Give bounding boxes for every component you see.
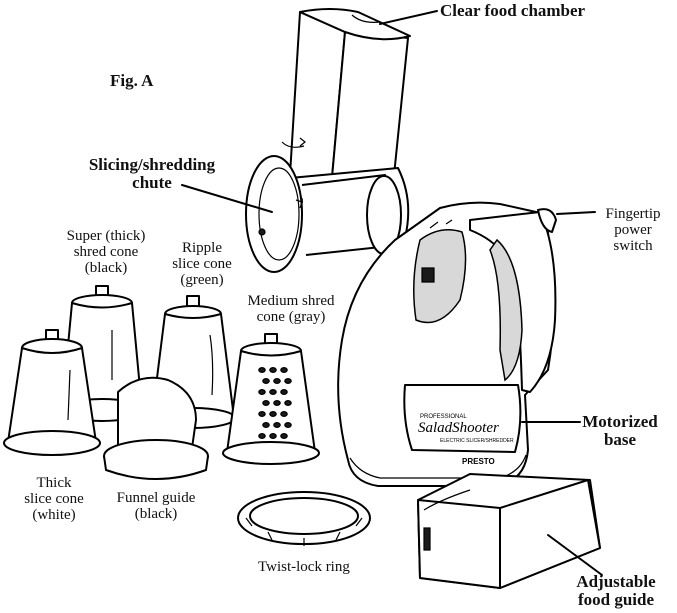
label-fingertip-line2: power: [614, 222, 652, 238]
leader-lines: [181, 10, 603, 576]
shred-hole: [258, 433, 266, 440]
label-fingertip-switch: Fingertip power switch: [596, 206, 670, 254]
shred-hole: [284, 422, 292, 429]
shred-hole: [284, 400, 292, 407]
label-slicing-chute-line2: chute: [132, 173, 172, 192]
label-super-shred-line2: shred cone: [73, 244, 139, 260]
label-super-shred-cone: Super (thick) shred cone (black): [58, 228, 154, 276]
twist-lock-ring-illustration: [237, 491, 371, 546]
label-thick-slice-line1: Thick: [36, 475, 72, 491]
shred-hole: [284, 378, 292, 385]
adjustable-food-guide-illustration: [417, 473, 601, 589]
label-ripple-line2: slice cone: [172, 256, 232, 272]
label-motorized-base: Motorized base: [580, 413, 660, 449]
shred-hole: [269, 411, 277, 418]
shred-hole: [262, 422, 270, 429]
logo-professional: PROFESSIONAL: [420, 414, 467, 420]
label-funnel-line2: (black): [134, 506, 178, 522]
label-funnel-guide: Funnel guide (black): [106, 490, 206, 522]
label-medium-shred-line1: Medium shred: [247, 293, 335, 309]
shred-hole: [280, 411, 288, 418]
thick-slice-cone-illustration: [3, 329, 101, 456]
label-medium-shred-line2: cone (gray): [256, 309, 326, 325]
label-funnel-line1: Funnel guide: [116, 490, 196, 506]
label-ripple-line3: (green): [180, 272, 224, 288]
label-adjustable-food-guide: Adjustable food guide: [568, 573, 664, 609]
shred-hole: [280, 367, 288, 374]
shred-hole: [262, 378, 270, 385]
shred-hole: [262, 400, 270, 407]
shred-hole: [280, 389, 288, 396]
label-super-shred-line1: Super (thick): [66, 228, 146, 244]
label-adjustable-line1: Adjustable: [576, 572, 656, 591]
label-super-shred-line3: (black): [84, 260, 128, 276]
label-ripple-line1: Ripple: [182, 240, 222, 256]
label-adjustable-line2: food guide: [577, 590, 655, 609]
shred-holes: [258, 367, 292, 440]
shred-hole: [280, 433, 288, 440]
figure-title: Fig. A: [110, 71, 154, 90]
shred-hole: [269, 433, 277, 440]
shred-hole: [273, 422, 281, 429]
motorized-base-illustration: [337, 201, 557, 487]
label-clear-food-chamber: Clear food chamber: [440, 1, 586, 20]
label-thick-slice-line3: (white): [32, 507, 76, 523]
funnel-guide-illustration: [103, 376, 209, 480]
label-fingertip-line3: switch: [613, 238, 653, 254]
shred-hole: [258, 389, 266, 396]
clear-food-chamber-illustration: [281, 8, 411, 201]
label-fingertip-line1: Fingertip: [605, 206, 661, 222]
shred-hole: [269, 389, 277, 396]
product-logo: PROFESSIONAL SaladShooter ELECTRIC SLICE…: [418, 414, 514, 466]
shred-hole: [269, 367, 277, 374]
label-motorized-line2: base: [603, 430, 637, 449]
label-motorized-line1: Motorized: [582, 412, 658, 431]
logo-brand: PRESTO: [462, 457, 495, 466]
label-thick-slice-cone: Thick slice cone (white): [14, 475, 94, 523]
label-medium-shred-cone: Medium shred cone (gray): [236, 293, 346, 325]
label-slicing-chute-line1: Slicing/shredding: [88, 155, 216, 174]
logo-subtitle: ELECTRIC SLICER/SHREDDER: [440, 438, 514, 444]
shred-hole: [273, 378, 281, 385]
shred-hole: [258, 411, 266, 418]
medium-shred-cone-illustration: [222, 333, 320, 465]
shred-hole: [258, 367, 266, 374]
label-thick-slice-line2: slice cone: [24, 491, 84, 507]
label-ripple-slice-cone: Ripple slice cone (green): [162, 240, 242, 288]
label-slicing-chute: Slicing/shredding chute: [86, 156, 218, 192]
label-twist-lock-ring: Twist-lock ring: [258, 559, 350, 575]
shred-hole: [273, 400, 281, 407]
logo-salad-shooter: SaladShooter: [418, 420, 499, 436]
